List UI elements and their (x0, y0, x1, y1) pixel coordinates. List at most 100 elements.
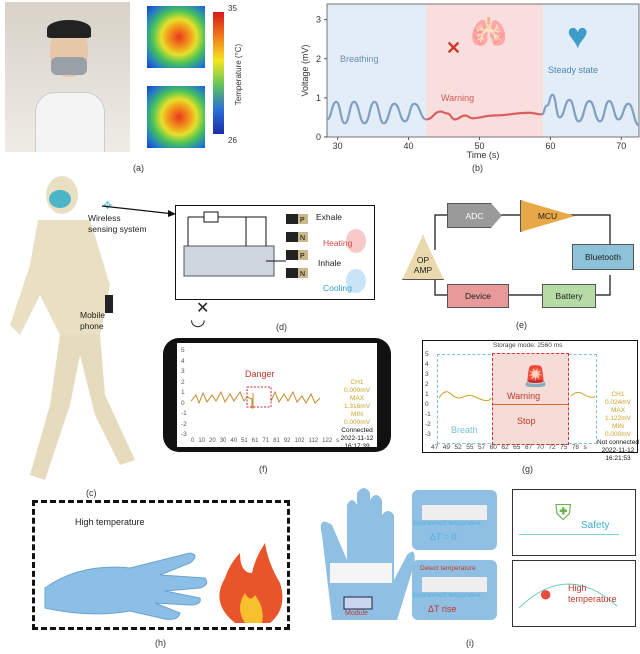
ch1-label: CH1 (611, 391, 625, 398)
max-value: 1.122mV (604, 415, 632, 422)
y-tick-label: 0 (425, 401, 429, 408)
max-label: MAX (610, 407, 626, 414)
caption-b: (b) (472, 163, 483, 173)
inhale-label: Inhale (318, 258, 342, 268)
plot-frame (326, 3, 640, 138)
svg-text:P: P (300, 217, 305, 224)
steady-state-label: Steady state (548, 65, 599, 75)
x-tick-label: s (583, 444, 587, 451)
x-tick-label: 65 (513, 444, 521, 451)
y-tick-label: 3 (425, 371, 429, 378)
high-temperature-label: High temperature (568, 583, 617, 604)
y-tick-label: 3 (316, 15, 321, 25)
high-temperature-panel: High temperature (32, 500, 290, 630)
researcher-photo (5, 2, 130, 152)
phone-label: Mobile phone (80, 310, 106, 331)
high-temperature-title: High temperature (75, 517, 145, 527)
x-tick-label: 81 (273, 438, 280, 444)
device-block: Device (447, 284, 509, 308)
human-figure (10, 176, 135, 480)
safety-screen: ⛨ Safety (512, 489, 636, 556)
min-label: MIN (612, 423, 624, 430)
x-tick-label: 47 (431, 444, 439, 451)
y-tick-label: -1 (181, 410, 187, 417)
warning-region: 🚨 Warning Stop (492, 353, 569, 445)
wireless-signal-icon: ◡ (190, 309, 206, 329)
fan-icon: ✥ (103, 200, 113, 212)
adc-block: ADC (447, 203, 502, 228)
time: 16:17:39 (344, 443, 370, 450)
detect-temperature-label: Detect temperature (420, 565, 476, 572)
colorbar-label: Temperature (°C) (234, 43, 244, 106)
stop-label: Stop (517, 416, 536, 426)
y-tick-label: 0 (181, 399, 185, 407)
thermal-image-top (147, 6, 205, 68)
shield-icon: ⛨ (555, 500, 572, 525)
breathing-label: Breathing (340, 54, 379, 64)
region-warning (426, 4, 544, 137)
x-tick-label: 112 (308, 438, 319, 444)
x-tick-label: 61 (251, 438, 259, 444)
x-tick-label: 67 (524, 444, 533, 451)
x-axis-label: Time (s) (467, 150, 500, 160)
x-tick-label: 60 (545, 141, 555, 151)
cooling-label: Cooling (323, 283, 352, 293)
x-tick-label: 55 (466, 444, 474, 451)
colorbar-max: 35 (228, 4, 237, 13)
y-tick-label: 1 (425, 391, 429, 398)
x-tick-label: 122 (322, 438, 333, 444)
x-tick-label: 49 (442, 444, 450, 451)
y-tick-label: 4 (181, 357, 185, 365)
exhale-label: Exhale (316, 212, 342, 222)
x-tick-label: 40 (230, 438, 238, 444)
x-tick-label: 52 (454, 444, 462, 451)
delta-t-rise: ΔT rise (428, 604, 457, 614)
y-tick-label: 1 (316, 93, 321, 103)
antenna-icon: ✕ (196, 300, 210, 317)
temperature-colorbar (213, 12, 224, 134)
connection-status: Connected (341, 427, 373, 434)
caption-i: (i) (466, 638, 474, 648)
y-tick-label: 5 (425, 351, 429, 358)
ch1-label: CH1 (350, 379, 364, 386)
y-tick-label: -3 (425, 431, 431, 438)
y-tick-label: 2 (181, 378, 185, 386)
battery-block: Battery (542, 284, 596, 308)
svg-text:N: N (300, 235, 305, 242)
x-tick-label: 20 (209, 438, 216, 444)
x-tick-label: 75 (560, 444, 568, 451)
x-tick-label: 92 (283, 438, 291, 444)
wireless-label: Wireless sensing system (88, 213, 147, 234)
thermal-image-bottom (147, 86, 205, 148)
x-tick-label: 51 (241, 438, 248, 444)
x-tick-label: 70 (536, 444, 544, 451)
min-value: 0.000mV (604, 431, 632, 438)
y-tick-label: 0 (316, 132, 321, 142)
danger-label: Danger (245, 369, 275, 379)
series-line-steady-state (541, 93, 640, 127)
alarm-icon: ● (539, 581, 553, 606)
series-line-breathing (326, 100, 427, 125)
y-tick-label: 1 (181, 389, 185, 396)
caption-c: (c) (86, 488, 97, 498)
module-label: Module (345, 610, 368, 617)
min-label: MIN (351, 411, 363, 418)
x-tick-label: 72 (548, 444, 556, 451)
y-tick-label: 4 (425, 361, 429, 368)
y-tick-label: 5 (181, 347, 185, 354)
x-tick-label: 30 (333, 141, 343, 151)
x-tick-label: 62 (501, 444, 509, 451)
lungs-icon: 🫁 (470, 16, 508, 49)
x-tick-label: 70 (616, 141, 626, 151)
date: 2022-11-12 (340, 435, 374, 442)
x-tick-label: 102 (294, 438, 305, 444)
min-value: 0.000mV (343, 419, 371, 426)
y-tick-label: -1 (425, 411, 431, 418)
heart-icon: ♥ (567, 15, 589, 56)
